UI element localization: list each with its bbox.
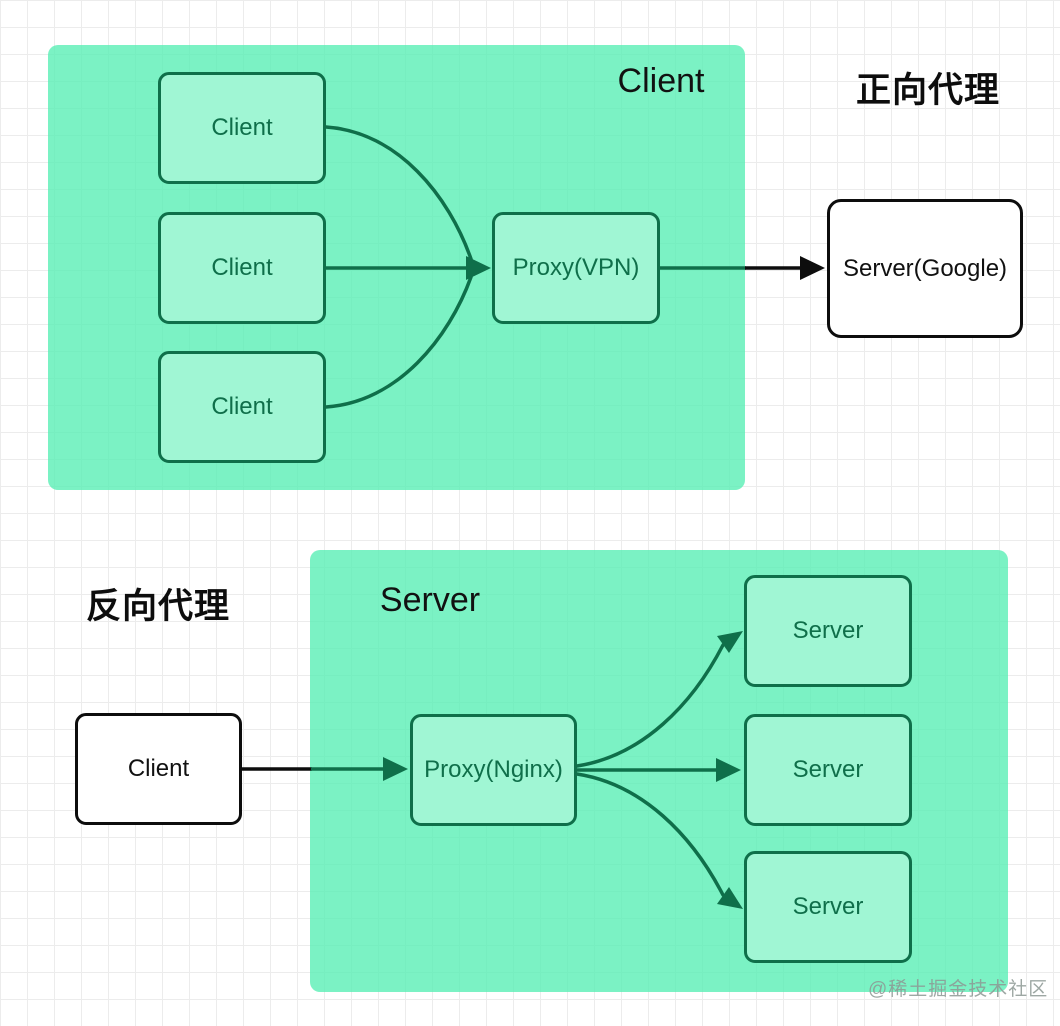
- arrow-proxynginx-to-server3: [575, 772, 725, 897]
- client-node-1: Client: [158, 72, 326, 184]
- client-node-2: Client: [158, 212, 326, 324]
- arrow-client1-to-proxyvpn: [324, 125, 473, 261]
- arrow-proxynginx-to-server1: [575, 643, 725, 768]
- reverse-proxy-title: 反向代理: [86, 587, 231, 626]
- server-node-1: Server: [744, 575, 912, 687]
- arrow-client3-to-proxyvpn: [324, 275, 473, 409]
- forward-proxy-title: 正向代理: [856, 71, 1001, 110]
- arrowhead-server3: [717, 887, 743, 909]
- arrowhead-server2: [716, 758, 741, 782]
- client-node-bottom: Client: [75, 713, 242, 825]
- client-node-3: Client: [158, 351, 326, 463]
- server-node-3: Server: [744, 851, 912, 963]
- proxy-vpn-node: Proxy(VPN): [492, 212, 660, 324]
- watermark: @稀土掘金技术社区: [868, 979, 1049, 1000]
- forward-group-label: Client: [617, 62, 705, 100]
- server-node-2: Server: [744, 714, 912, 826]
- arrowhead-proxynginx: [383, 757, 408, 781]
- arrowhead-proxyvpn: [466, 256, 491, 280]
- arrowhead-server1: [717, 631, 743, 653]
- arrowhead-google: [800, 256, 825, 280]
- reverse-group-label: Server: [379, 581, 481, 619]
- proxy-nginx-node: Proxy(Nginx): [410, 714, 577, 826]
- server-google-node: Server(Google): [827, 199, 1023, 338]
